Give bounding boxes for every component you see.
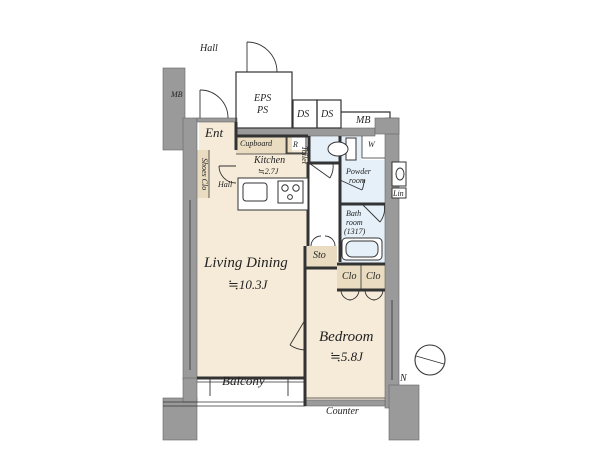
- wall-bottom-left-column: [162, 397, 198, 441]
- linen-label: Lin: [393, 189, 404, 198]
- toilet-door-leaf: [308, 162, 331, 179]
- ent-door-swing: [199, 89, 229, 119]
- bathroom-label-2: room: [346, 218, 363, 227]
- inner-hall-label: Hall: [218, 180, 233, 189]
- mb-left-label: MB: [171, 90, 183, 99]
- mb-right-outline: [341, 111, 391, 118]
- wall-upper-right: [374, 117, 400, 135]
- entrance-label: Ent: [205, 125, 224, 140]
- basin: [395, 167, 405, 181]
- compass-axis: [415, 355, 445, 365]
- ds-1-label: DS: [297, 109, 310, 120]
- ds-2-label: DS: [321, 109, 334, 120]
- bedroom-door-swing: [289, 344, 306, 351]
- compass-north-label: N: [400, 373, 407, 384]
- toilet-door-swing: [329, 162, 334, 179]
- refrigerator-label: R: [293, 140, 298, 149]
- kitchen-sink: [242, 182, 268, 202]
- burner-1: [281, 184, 289, 192]
- sto-door-swing: [310, 235, 336, 247]
- cupboard-fill: [236, 136, 292, 154]
- cupboard-label: Cupboard: [240, 139, 273, 148]
- balcony-label: Balcony: [222, 373, 265, 388]
- mb-right-label: MB: [356, 115, 371, 126]
- ld-door-swing: [218, 165, 237, 184]
- balcony-sash: [209, 378, 289, 396]
- living-dining-size: ≒10.3J: [228, 277, 268, 292]
- ps-label: PS: [257, 105, 269, 116]
- powder-room-floor: [340, 160, 392, 204]
- counter-label: Counter: [326, 406, 359, 417]
- linen-shelf: [391, 187, 407, 199]
- wall-left-column: [162, 67, 186, 151]
- kitchen-label: Kitchen: [254, 155, 286, 166]
- entrance-floor: [199, 120, 235, 152]
- wall-right-column: [388, 384, 420, 441]
- eps-label: EPS: [254, 93, 272, 104]
- burner-2: [292, 184, 300, 192]
- eps-ps-shaft: [235, 71, 293, 129]
- bath-door-swing: [379, 203, 385, 223]
- bathtub-inner: [345, 240, 379, 258]
- washer-label: W: [368, 140, 375, 149]
- shoes-closet-fill: [196, 150, 209, 198]
- bathroom-label-1: Bath: [346, 209, 362, 218]
- bathroom-size: (1317): [344, 227, 366, 236]
- bath-door-leaf: [361, 203, 381, 223]
- toilet-bowl: [327, 141, 349, 157]
- powder-door-leaf: [339, 179, 363, 191]
- refrigerator-box: [286, 136, 307, 154]
- storage-fill: [307, 246, 337, 268]
- wall-balcony-left: [182, 377, 198, 403]
- living-dining-label: Living Dining: [204, 255, 288, 271]
- ds-shaft-2: [316, 99, 342, 129]
- bedroom-label: Bedroom: [319, 329, 374, 345]
- outside-hall-label: Hall: [200, 43, 218, 54]
- storage-label: Sto: [313, 250, 326, 261]
- powder-room-label-1: Powder: [346, 167, 371, 176]
- compass-ring: [414, 344, 446, 376]
- kitchen-size: ≒2.7J: [258, 167, 279, 176]
- powder-room-label-2: room: [349, 176, 366, 185]
- closet-1-label: Clo: [342, 271, 357, 282]
- shoes-closet-label: Shoes Clo: [200, 158, 209, 191]
- burner-3: [287, 194, 293, 200]
- closet-door-swing: [340, 289, 384, 301]
- closet-2-label: Clo: [366, 271, 381, 282]
- bedroom-door-leaf: [289, 319, 306, 346]
- outer-door-swing: [246, 41, 278, 73]
- toilet-label: Toilet: [300, 146, 309, 164]
- bedroom-size: ≒5.8J: [330, 349, 363, 364]
- powder-door-swing: [361, 179, 365, 191]
- wall-top-left: [196, 117, 238, 123]
- compass-rose: [414, 344, 446, 376]
